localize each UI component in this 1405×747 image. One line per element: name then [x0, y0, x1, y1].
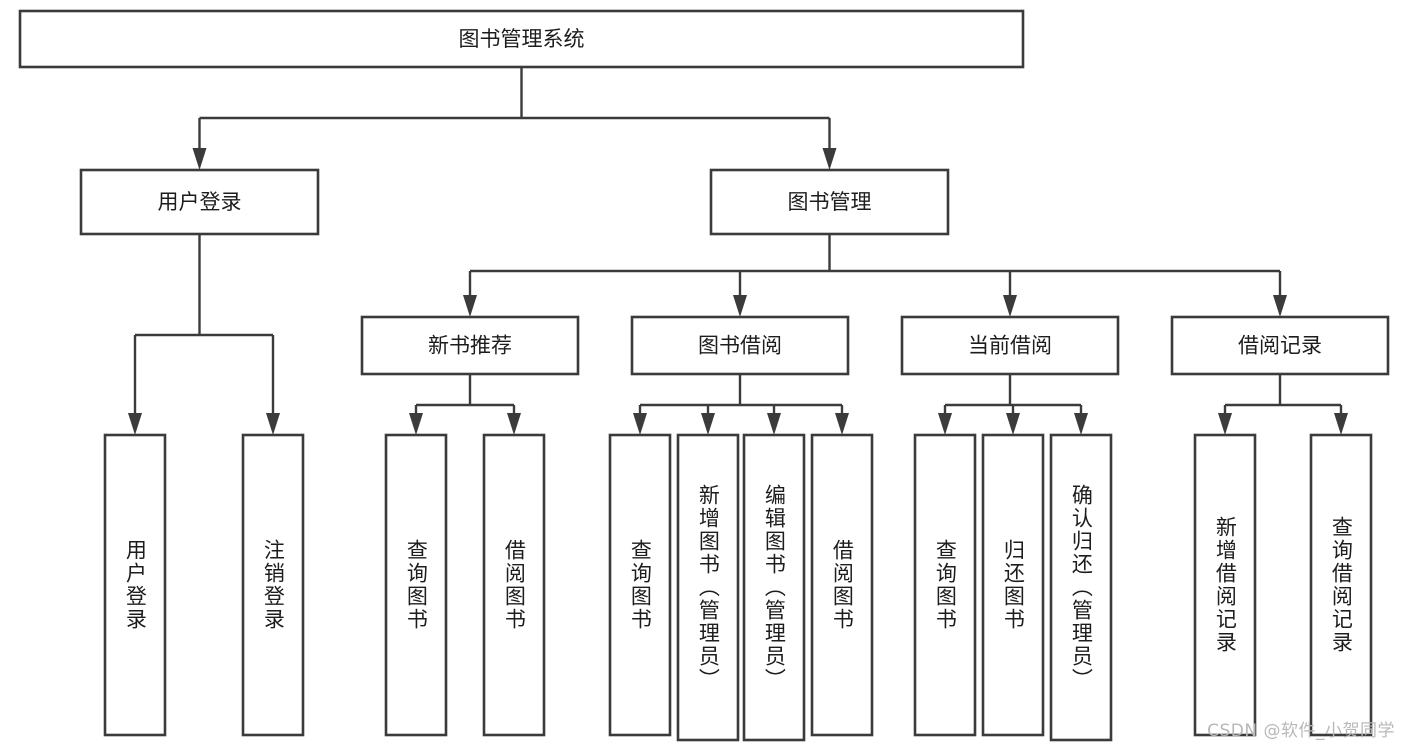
node-box-leaf-query-borrow-record[interactable]	[1309, 433, 1373, 737]
node-box-new-book-recommend[interactable]	[360, 315, 580, 376]
node-label-leaf-logout-login: 注销登录	[261, 539, 286, 631]
node-box-leaf-confirm-return[interactable]	[1049, 433, 1113, 742]
node-label-leaf-add-borrow-record: 新增借阅记录	[1213, 516, 1238, 654]
node-label-current-borrow: 当前借阅	[968, 334, 1052, 358]
node-label-wrap-leaf-borrow-book-2: 借阅图书	[812, 435, 872, 735]
node-box-book-borrow[interactable]	[630, 315, 850, 376]
node-box-leaf-edit-book[interactable]	[742, 433, 806, 742]
node-label-wrap-leaf-user-login: 用户登录	[105, 435, 165, 735]
node-label-leaf-borrow-book-2: 借阅图书	[830, 539, 855, 631]
node-label-book-borrow: 图书借阅	[698, 334, 782, 358]
node-box-user-login[interactable]	[79, 168, 320, 236]
node-label-user-login: 用户登录	[158, 190, 242, 214]
node-box-book-manage[interactable]	[709, 168, 950, 236]
node-label-leaf-query-book-2: 查询图书	[628, 539, 653, 631]
node-label-leaf-confirm-return: 确认归还（管理员）	[1069, 484, 1094, 691]
watermark-text: CSDN @软件_小贺同学	[1207, 721, 1395, 741]
node-label-leaf-add-book: 新增图书（管理员）	[696, 484, 721, 691]
node-box-leaf-borrow-book-1[interactable]	[482, 433, 546, 737]
node-label-leaf-borrow-book-1: 借阅图书	[502, 539, 527, 631]
node-label-leaf-query-borrow-record: 查询借阅记录	[1329, 516, 1354, 654]
node-label-wrap-leaf-edit-book: 编辑图书（管理员）	[744, 435, 804, 740]
node-label-wrap-leaf-logout-login: 注销登录	[243, 435, 303, 735]
node-box-leaf-return-book[interactable]	[981, 433, 1045, 737]
node-label-wrap-leaf-borrow-book-1: 借阅图书	[484, 435, 544, 735]
node-label-book-manage: 图书管理	[788, 190, 872, 214]
node-box-leaf-query-book-2[interactable]	[608, 433, 672, 737]
node-label-wrap-leaf-query-book-3: 查询图书	[915, 435, 975, 735]
node-label-leaf-query-book-1: 查询图书	[404, 539, 429, 631]
node-label-wrap-leaf-add-borrow-record: 新增借阅记录	[1195, 435, 1255, 735]
node-label-root: 图书管理系统	[459, 27, 585, 51]
node-box-leaf-user-login[interactable]	[103, 433, 167, 737]
node-label-wrap-leaf-query-book-1: 查询图书	[386, 435, 446, 735]
node-box-leaf-logout-login[interactable]	[241, 433, 305, 737]
node-box-leaf-query-book-3[interactable]	[913, 433, 977, 737]
node-label-leaf-return-book: 归还图书	[1001, 539, 1026, 631]
node-label-borrow-record: 借阅记录	[1238, 334, 1322, 358]
node-label-leaf-query-book-3: 查询图书	[933, 539, 958, 631]
node-box-leaf-borrow-book-2[interactable]	[810, 433, 874, 737]
node-label-wrap-leaf-query-book-2: 查询图书	[610, 435, 670, 735]
node-label-leaf-user-login: 用户登录	[123, 539, 148, 631]
node-box-root[interactable]	[18, 9, 1025, 69]
node-box-current-borrow[interactable]	[900, 315, 1120, 376]
connectors-layer	[128, 67, 1348, 435]
node-label-wrap-leaf-return-book: 归还图书	[983, 435, 1043, 735]
node-box-leaf-add-borrow-record[interactable]	[1193, 433, 1257, 737]
node-label-wrap-leaf-add-book: 新增图书（管理员）	[678, 435, 738, 740]
node-label-wrap-leaf-confirm-return: 确认归还（管理员）	[1051, 435, 1111, 740]
node-box-borrow-record[interactable]	[1170, 315, 1390, 376]
node-box-leaf-add-book[interactable]	[676, 433, 740, 742]
node-label-leaf-edit-book: 编辑图书（管理员）	[762, 484, 787, 691]
node-label-wrap-leaf-query-borrow-record: 查询借阅记录	[1311, 435, 1371, 735]
node-label-new-book-recommend: 新书推荐	[428, 334, 512, 358]
node-box-leaf-query-book-1[interactable]	[384, 433, 448, 737]
